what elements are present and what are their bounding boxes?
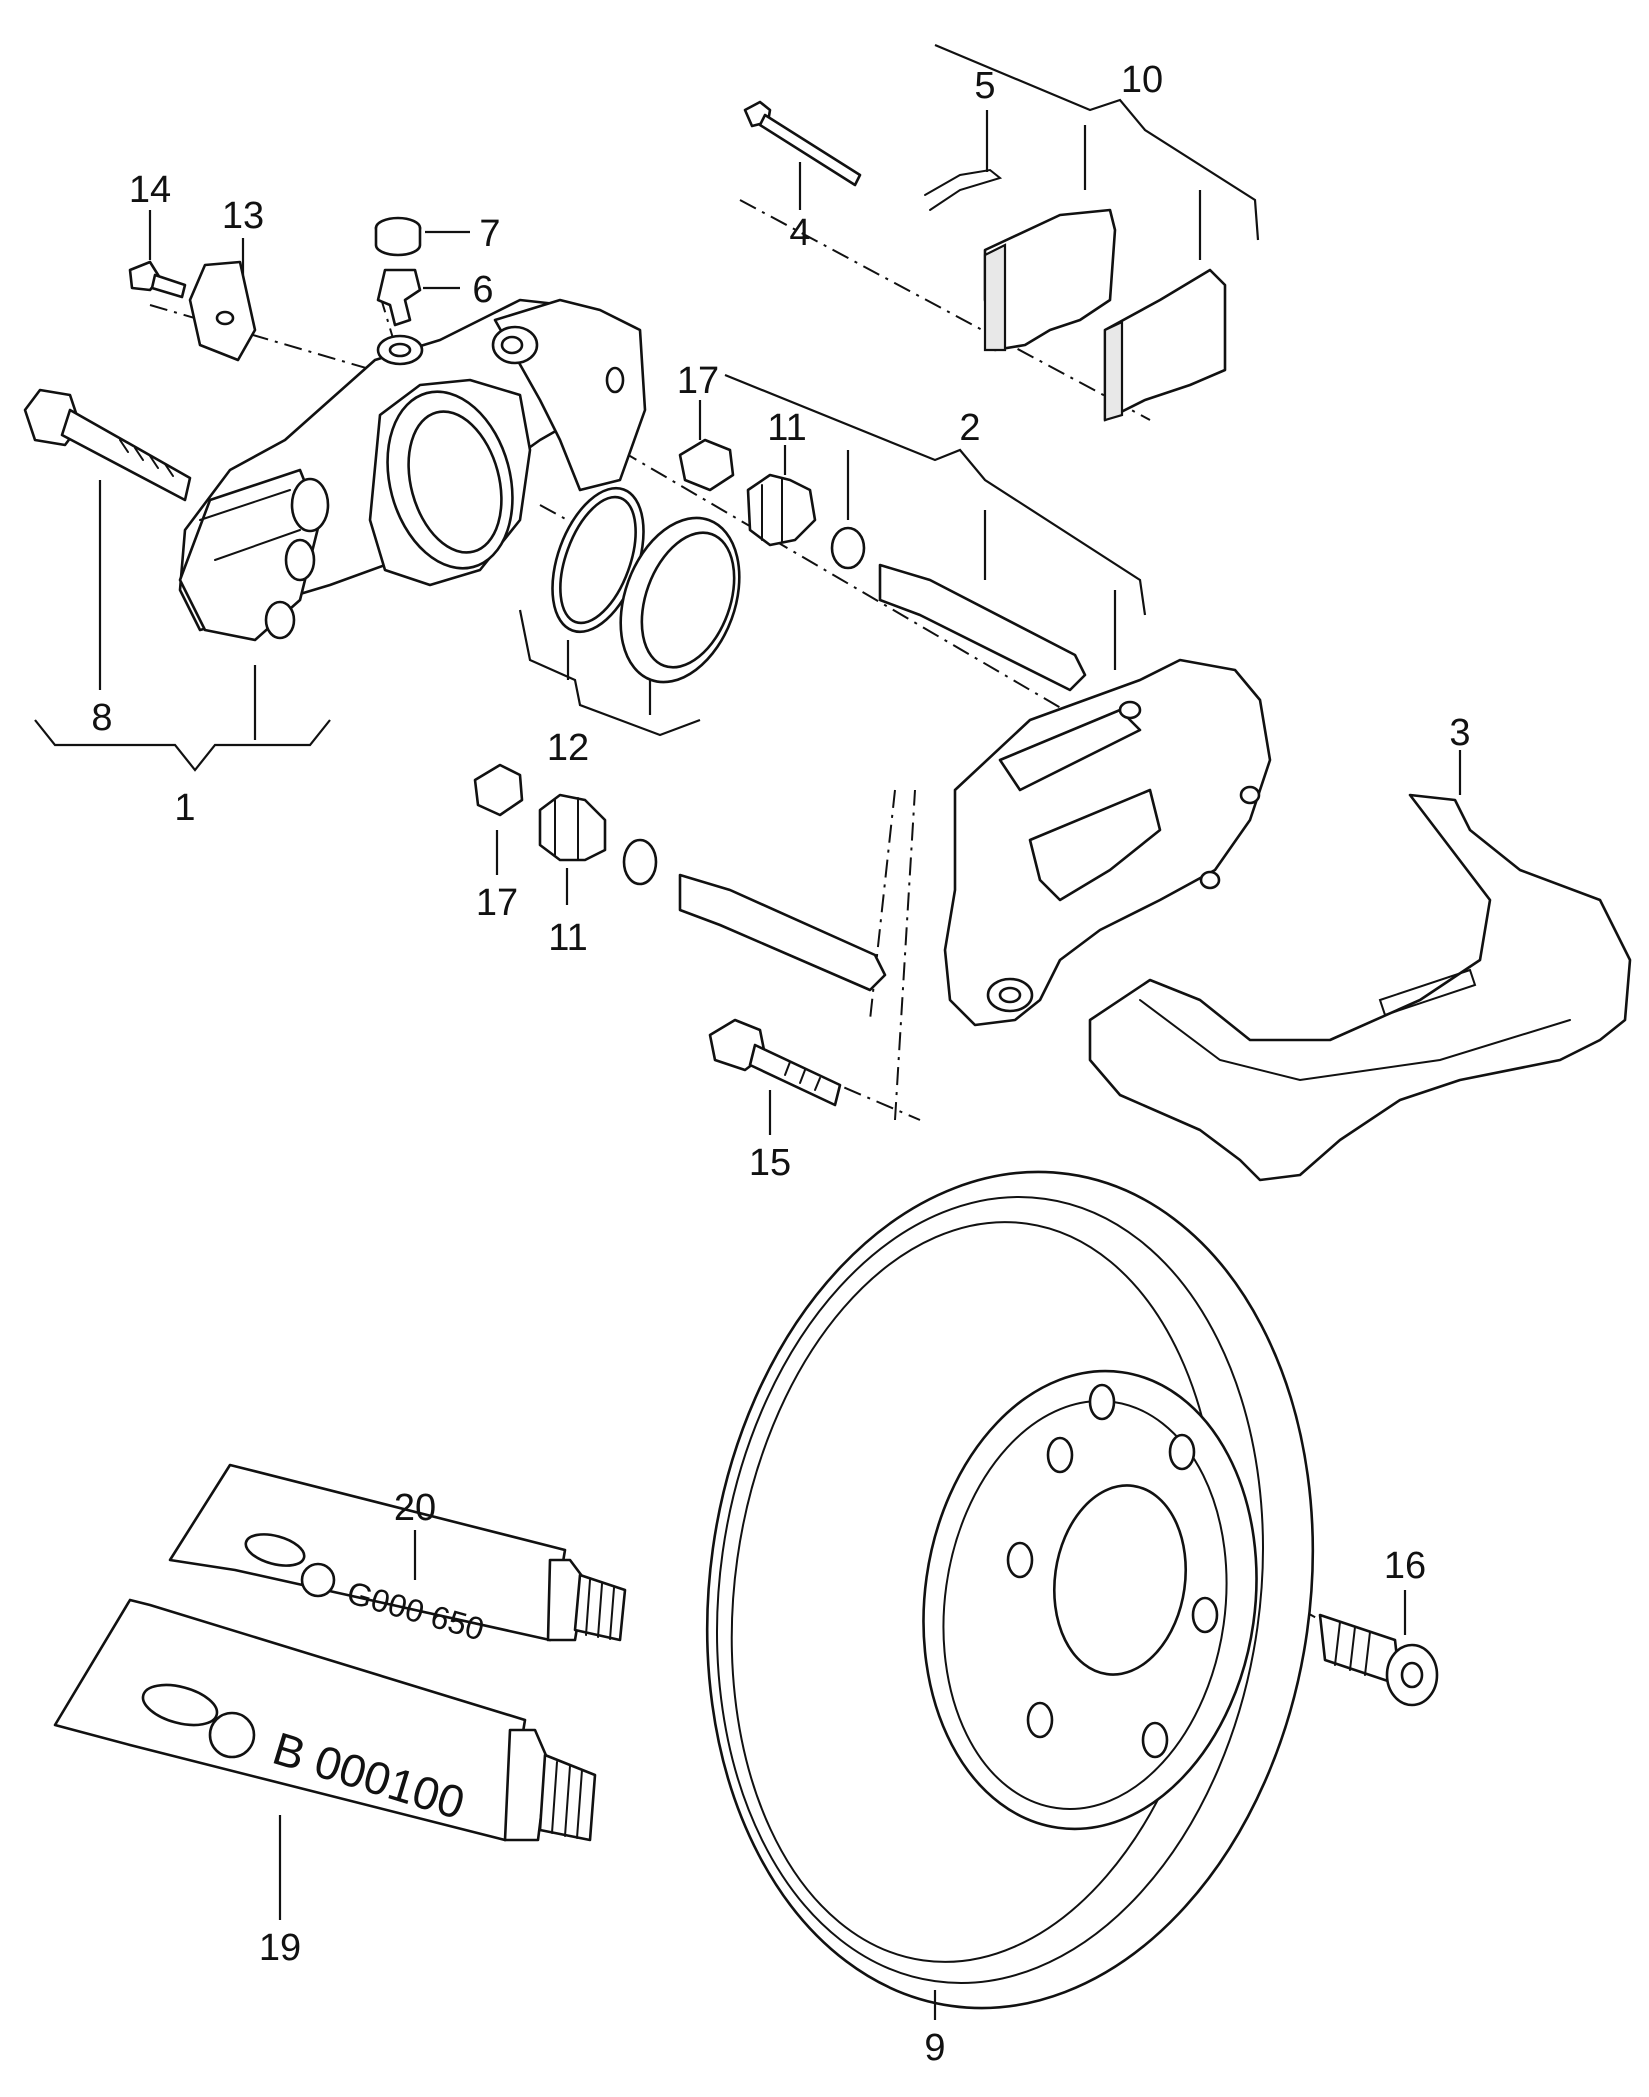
callout-5: 5 bbox=[974, 65, 995, 107]
callout-15: 15 bbox=[749, 1142, 791, 1184]
callout-19: 19 bbox=[259, 1927, 301, 1969]
guide-bolt-8 bbox=[23, 388, 192, 502]
nut-17-upper bbox=[678, 438, 735, 492]
washer-upper bbox=[830, 526, 866, 570]
tube-19: B 000100 bbox=[53, 1598, 597, 1842]
callout-13: 13 bbox=[222, 195, 264, 237]
brake-disc-9 bbox=[705, 1170, 1315, 2010]
callout-1: 1 bbox=[174, 787, 195, 829]
boot-11-lower bbox=[538, 793, 607, 862]
pin-4 bbox=[743, 100, 862, 187]
callout-14: 14 bbox=[129, 169, 171, 211]
callout-7: 7 bbox=[479, 213, 500, 255]
callout-6: 6 bbox=[472, 269, 493, 311]
seal-and-piston-12 bbox=[551, 486, 741, 684]
bleed-valve-6 bbox=[376, 268, 422, 327]
callout-2: 2 bbox=[959, 407, 980, 449]
screw-16 bbox=[1318, 1613, 1439, 1707]
caliper-housing bbox=[178, 298, 647, 642]
guide-pin-upper bbox=[878, 563, 1087, 692]
boot-11-upper bbox=[746, 473, 817, 547]
spring-5 bbox=[924, 168, 1003, 211]
washer-lower bbox=[622, 838, 658, 886]
brake-pad-10-inner bbox=[983, 208, 1117, 352]
leader-lines bbox=[34, 43, 1462, 2020]
dust-cap-7 bbox=[374, 216, 422, 257]
callout-8: 8 bbox=[91, 697, 112, 739]
callout-9: 9 bbox=[924, 2027, 945, 2069]
bracket-13-with-bolt-14 bbox=[128, 260, 257, 362]
caliper-carrier-2 bbox=[943, 658, 1272, 1027]
splash-shield-3 bbox=[1088, 793, 1632, 1182]
callout-17-upper: 17 bbox=[677, 360, 719, 402]
callout-labels: 1 2 3 4 5 6 7 8 9 10 11 11 12 13 14 15 1… bbox=[91, 59, 1470, 2069]
bolt-15 bbox=[708, 1018, 842, 1107]
callout-3: 3 bbox=[1449, 712, 1470, 754]
nut-17-lower bbox=[473, 763, 524, 817]
callout-20: 20 bbox=[394, 1487, 436, 1529]
callout-16: 16 bbox=[1384, 1545, 1426, 1587]
callout-17-lower: 17 bbox=[476, 882, 518, 924]
callout-11-upper: 11 bbox=[767, 407, 806, 449]
guide-pin-lower bbox=[678, 873, 887, 992]
callout-10: 10 bbox=[1121, 59, 1163, 101]
tube-20: G000 650 bbox=[168, 1463, 627, 1647]
callout-4: 4 bbox=[789, 212, 810, 254]
callout-11-lower: 11 bbox=[548, 917, 587, 959]
callout-12: 12 bbox=[547, 727, 589, 769]
brake-pad-10-outer bbox=[1103, 268, 1227, 422]
